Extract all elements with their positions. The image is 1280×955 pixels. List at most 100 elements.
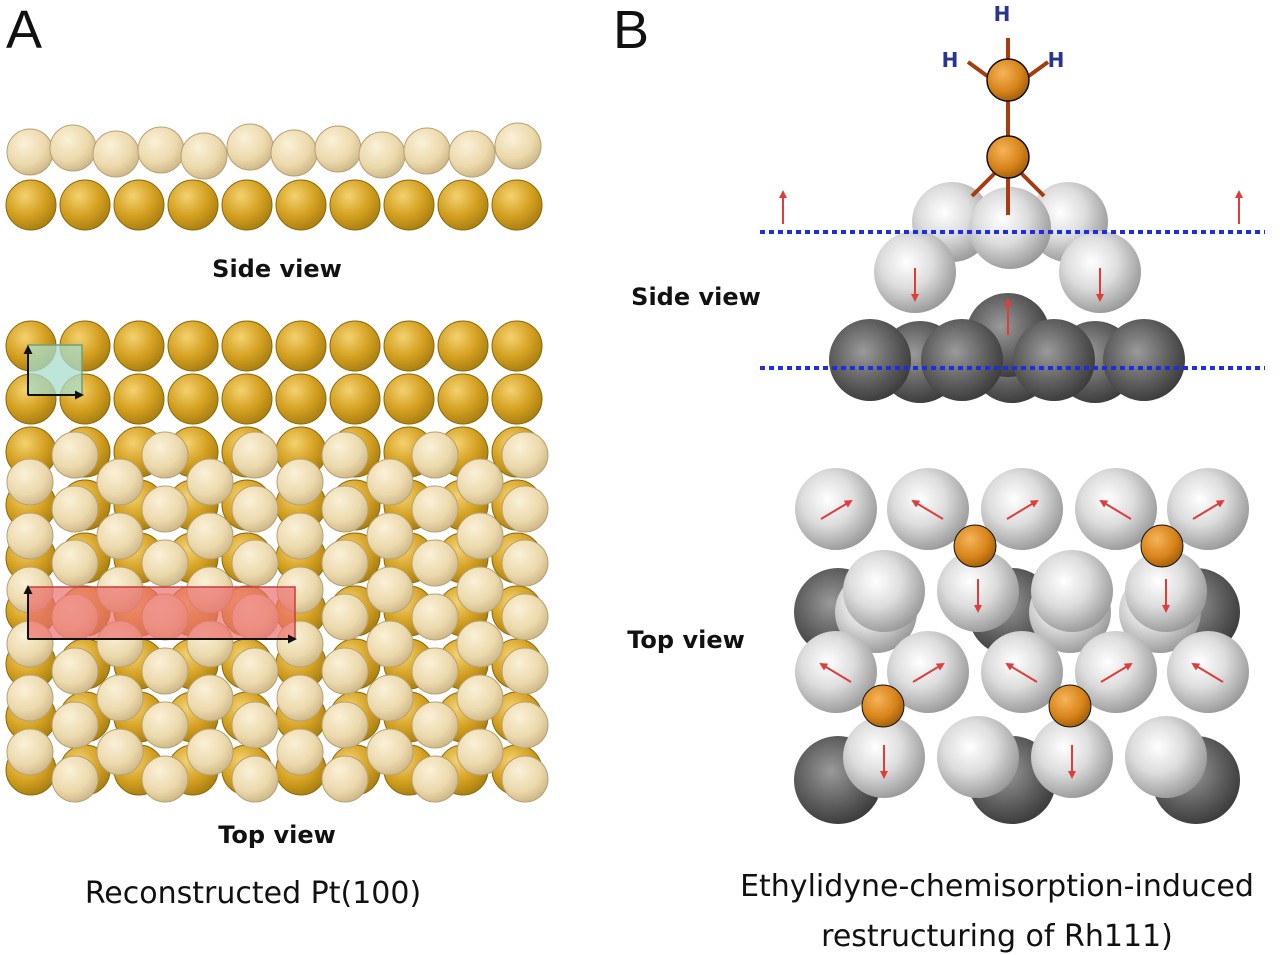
c-rh-bond [970, 170, 998, 198]
carbon-atom-alkylidyne [986, 135, 1030, 179]
displacement-arrow [912, 662, 945, 683]
panel-a-side-label: Side view [212, 255, 342, 283]
pt100-top-view-slab [5, 320, 549, 803]
rh-light-atom [937, 716, 1019, 798]
panel-b-caption-line-1: Ethylidyne-chemisorption-induced [740, 869, 1254, 904]
pt100-side-view-slab [5, 122, 543, 231]
carbon-adsorbate-atom [1140, 524, 1184, 568]
panel-a: A Side view Top view Reconstructed Pt(10… [5, 0, 549, 911]
pt-reconstructed-atom [411, 593, 459, 641]
pt-reconstructed-atom [276, 512, 324, 560]
square-unit-cell [23, 344, 84, 400]
pt-reconstructed-atom [276, 728, 324, 776]
pt-reconstructed-atom [51, 485, 99, 533]
rh-light-atom [969, 187, 1051, 269]
displacement-arrow [819, 662, 852, 683]
displacement-arrow [1099, 499, 1132, 520]
square-unit-cell-box [27, 344, 83, 396]
pt-reconstructed-atom [411, 701, 459, 749]
pt-reconstructed-atom [366, 620, 414, 668]
side-displacement-arrows [779, 190, 1243, 335]
pt-reconstructed-atom [411, 485, 459, 533]
pt-bulk-atom [167, 179, 219, 231]
pt-bulk-atom [437, 320, 489, 372]
panel-letter-b: B [613, 0, 649, 60]
pt-reconstructed-atom [51, 647, 99, 695]
pt-bulk-atom [329, 320, 381, 372]
pt-reconstructed-atom [231, 701, 279, 749]
pt-reconstructed-atom [501, 539, 549, 587]
c-h-bond [1024, 60, 1050, 80]
pt-reconstructed-atom [96, 512, 144, 560]
pt-reconstructed-atom [6, 128, 54, 176]
pt-bulk-atom [329, 179, 381, 231]
pt-reconstructed-atom [456, 458, 504, 506]
pt-reconstructed-atom [366, 512, 414, 560]
pt-reconstructed-atom [366, 728, 414, 776]
pt-bulk-atom [491, 320, 543, 372]
pt-bulk-atom [383, 179, 435, 231]
carbon-adsorbate-atom [861, 684, 905, 728]
pt-reconstructed-atom [6, 674, 54, 722]
displacement-arrow [911, 499, 944, 520]
pt-bulk-atom [275, 320, 327, 372]
pt-reconstructed-atom [270, 129, 318, 177]
rh-dark-atom [1103, 319, 1185, 401]
panel-b-side-label: Side view [631, 283, 761, 311]
pt-reconstructed-atom [51, 701, 99, 749]
pt-reconstructed-atom [180, 132, 228, 180]
panel-a-top-label: Top view [218, 821, 336, 849]
rh-dark-atom [1013, 319, 1095, 401]
displacement-arrow [820, 499, 853, 520]
pt-reconstructed-atom [141, 647, 189, 695]
carbon-adsorbate-atom [953, 524, 997, 568]
pt-bulk-atom [167, 373, 219, 425]
pt-bulk-atom [491, 179, 543, 231]
pt-reconstructed-atom [411, 539, 459, 587]
pt-reconstructed-atom [411, 647, 459, 695]
pt-bulk-atom [329, 373, 381, 425]
pt-reconstructed-atom [92, 130, 140, 178]
pt-reconstructed-atom [231, 485, 279, 533]
rh-dark-atom [829, 319, 911, 401]
pt-reconstructed-atom [366, 566, 414, 614]
pt-reconstructed-atom [186, 674, 234, 722]
pt-bulk-atom [383, 373, 435, 425]
rh-dark-atom [921, 319, 1003, 401]
pt-reconstructed-atom [276, 674, 324, 722]
c-h-bond [966, 60, 992, 80]
pt-bulk-atom [221, 179, 273, 231]
rh-light-atom [1031, 550, 1113, 632]
hydrogen-label: H [1048, 48, 1065, 72]
carbon-atom-methyl [986, 58, 1030, 102]
rh-light-atom [843, 550, 925, 632]
pt-reconstructed-atom [6, 512, 54, 560]
pt-reconstructed-atom [96, 458, 144, 506]
panel-a-caption: Reconstructed Pt(100) [85, 876, 421, 911]
pt-reconstructed-atom [226, 123, 274, 171]
pt-reconstructed-atom [186, 458, 234, 506]
panel-letter-a: A [6, 0, 42, 60]
pt-reconstructed-atom [411, 431, 459, 479]
pt-reconstructed-atom [358, 131, 406, 179]
hydrogen-label: H [942, 48, 959, 72]
pt-reconstructed-atom [51, 539, 99, 587]
rect-unit-cell-box [27, 586, 296, 640]
rh-light-atom [1125, 716, 1207, 798]
panel-b-top-label: Top view [627, 626, 745, 654]
pt-reconstructed-atom [276, 458, 324, 506]
pt-reconstructed-atom [501, 431, 549, 479]
pt-reconstructed-atom [321, 485, 369, 533]
pt-reconstructed-atom [141, 755, 189, 803]
pt-bulk-atom [113, 373, 165, 425]
pt-reconstructed-atom [141, 539, 189, 587]
pt-reconstructed-atom [231, 539, 279, 587]
pt-reconstructed-atom [6, 458, 54, 506]
rh111-top-view [794, 468, 1249, 824]
pt-bulk-atom [437, 373, 489, 425]
pt-reconstructed-atom [231, 431, 279, 479]
pt-bulk-atom [221, 373, 273, 425]
pt-reconstructed-atom [96, 728, 144, 776]
pt-reconstructed-atom [141, 485, 189, 533]
